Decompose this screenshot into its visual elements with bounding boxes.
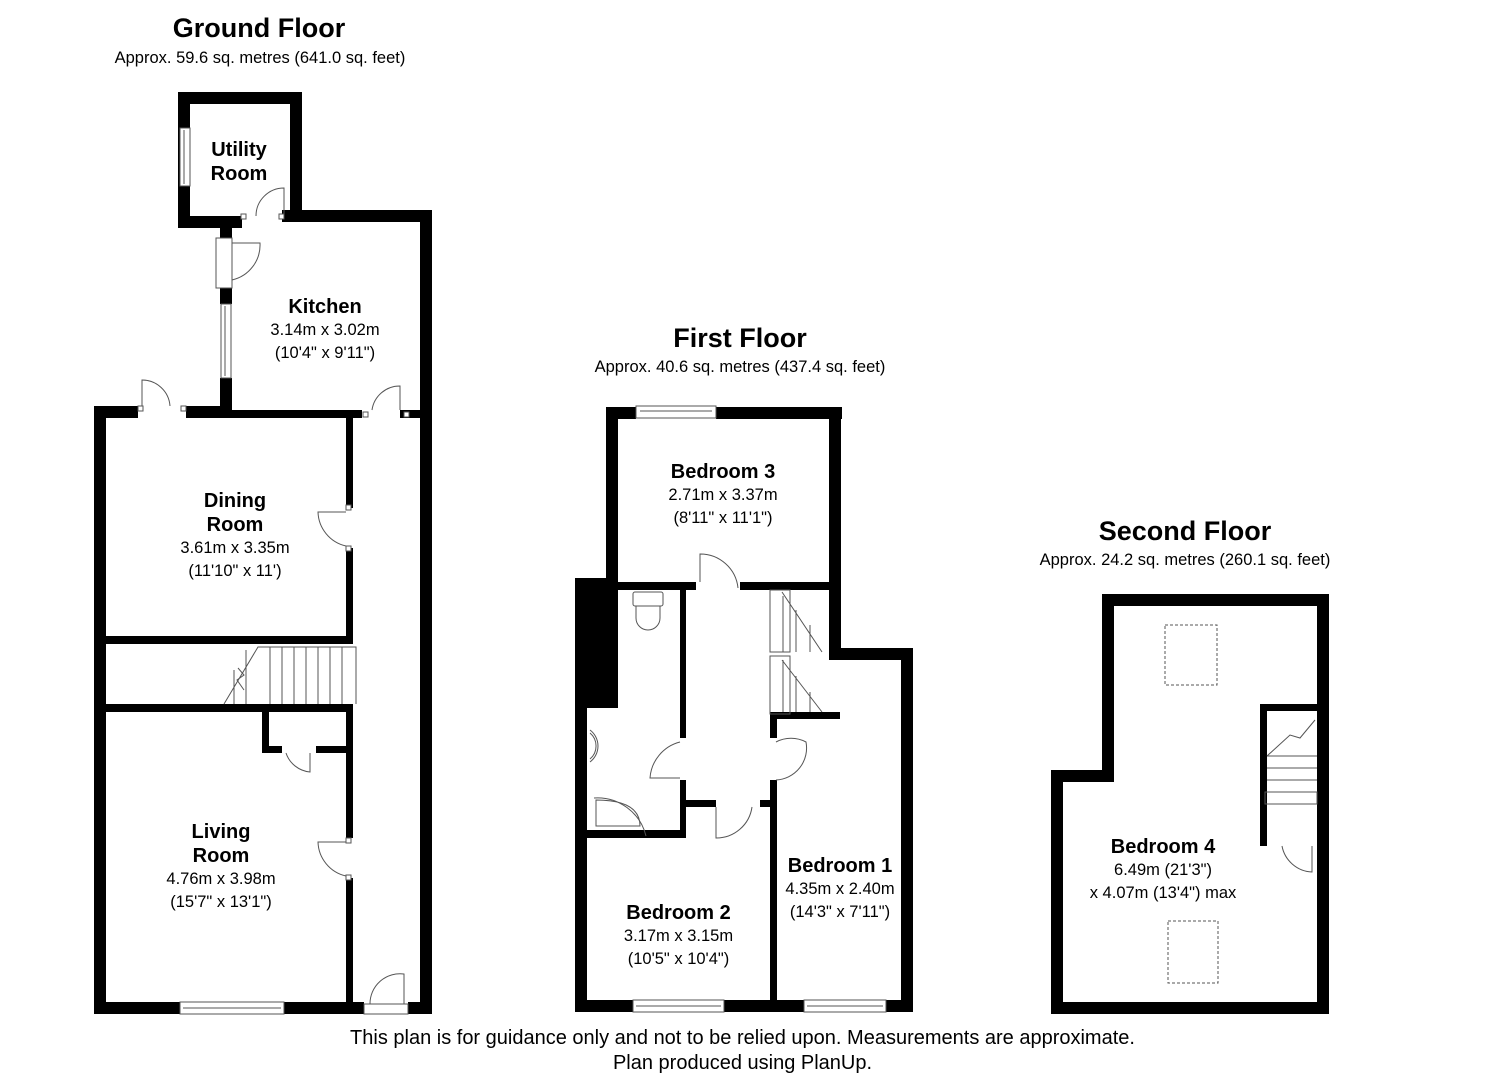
room-label-living: Living Room 4.76m x 3.98m (15'7" x 13'1"… [106, 820, 336, 914]
disclaimer: This plan is for guidance only and not t… [0, 1026, 1485, 1076]
room-label-bedroom-1: Bedroom 1 4.35m x 2.40m (14'3" x 7'11") [776, 854, 904, 924]
first-floor-area: Approx. 40.6 sq. metres (437.4 sq. feet) [594, 358, 886, 376]
second-floor-title: Second Floor [1098, 516, 1272, 546]
room-dimensions-metric: 4.35m x 2.40m [785, 880, 895, 898]
room-dimensions-imperial: (8'11" x 11'1") [673, 509, 773, 527]
room-dimensions-imperial: (10'4" x 9'11") [274, 344, 376, 362]
second-floor-plan [1051, 594, 1329, 1014]
room-dimensions-metric: 2.71m x 3.37m [668, 486, 778, 504]
ground-floor-title: Ground Floor [172, 13, 346, 43]
room-dimensions-line-1: 6.49m (21'3") [1114, 861, 1212, 879]
room-dimensions-metric: 3.17m x 3.15m [623, 927, 734, 945]
room-label-dining: Dining Room 3.61m x 3.35m (11'10" x 11') [120, 489, 350, 583]
room-name: Living [191, 821, 251, 843]
room-name: Kitchen [288, 296, 362, 318]
first-floor-title: First Floor [673, 323, 807, 353]
room-dimensions-metric: 3.61m x 3.35m [180, 539, 290, 557]
ground-floor-area: Approx. 59.6 sq. metres (641.0 sq. feet) [114, 49, 406, 67]
first-floor-plan [575, 407, 913, 1012]
room-name: Dining [203, 490, 267, 512]
room-label-bedroom-3: Bedroom 3 2.71m x 3.37m (8'11" x 11'1") [618, 460, 828, 530]
room-label-utility: Utility Room [185, 138, 293, 186]
room-dimensions-imperial: (11'10" x 11') [188, 562, 282, 580]
room-name: Utility [211, 139, 267, 161]
ground-floor-fixtures [137, 127, 410, 1015]
room-label-bedroom-4: Bedroom 4 6.49m (21'3") x 4.07m (13'4") … [1063, 835, 1263, 905]
room-dimensions-imperial: (14'3" x 7'11") [789, 903, 891, 921]
disclaimer-line-1: This plan is for guidance only and not t… [350, 1027, 1135, 1049]
room-dimensions-imperial: (15'7" x 13'1") [170, 893, 272, 911]
room-label-kitchen: Kitchen 3.14m x 3.02m (10'4" x 9'11") [230, 295, 420, 365]
room-name: Bedroom 1 [787, 855, 893, 877]
second-floor-area: Approx. 24.2 sq. metres (260.1 sq. feet) [1039, 551, 1331, 569]
room-name: Room [192, 845, 250, 867]
ground-floor-plan [94, 92, 432, 1014]
room-name: Bedroom 4 [1110, 836, 1216, 858]
room-name: Room [210, 163, 268, 185]
second-floor-fixtures [1164, 624, 1318, 984]
room-dimensions-metric: 3.14m x 3.02m [270, 321, 380, 339]
room-name: Bedroom 2 [626, 902, 731, 924]
room-dimensions-line-2: x 4.07m (13'4") max [1089, 884, 1237, 902]
room-dimensions-imperial: (10'5" x 10'4") [627, 950, 730, 968]
room-name: Room [206, 514, 264, 536]
room-name: Bedroom 3 [670, 461, 776, 483]
first-floor-fixtures [589, 405, 887, 1013]
room-label-bedroom-2: Bedroom 2 3.17m x 3.15m (10'5" x 10'4") [587, 901, 770, 971]
room-dimensions-metric: 4.76m x 3.98m [166, 870, 276, 888]
disclaimer-line-2: Plan produced using PlanUp. [612, 1052, 873, 1074]
